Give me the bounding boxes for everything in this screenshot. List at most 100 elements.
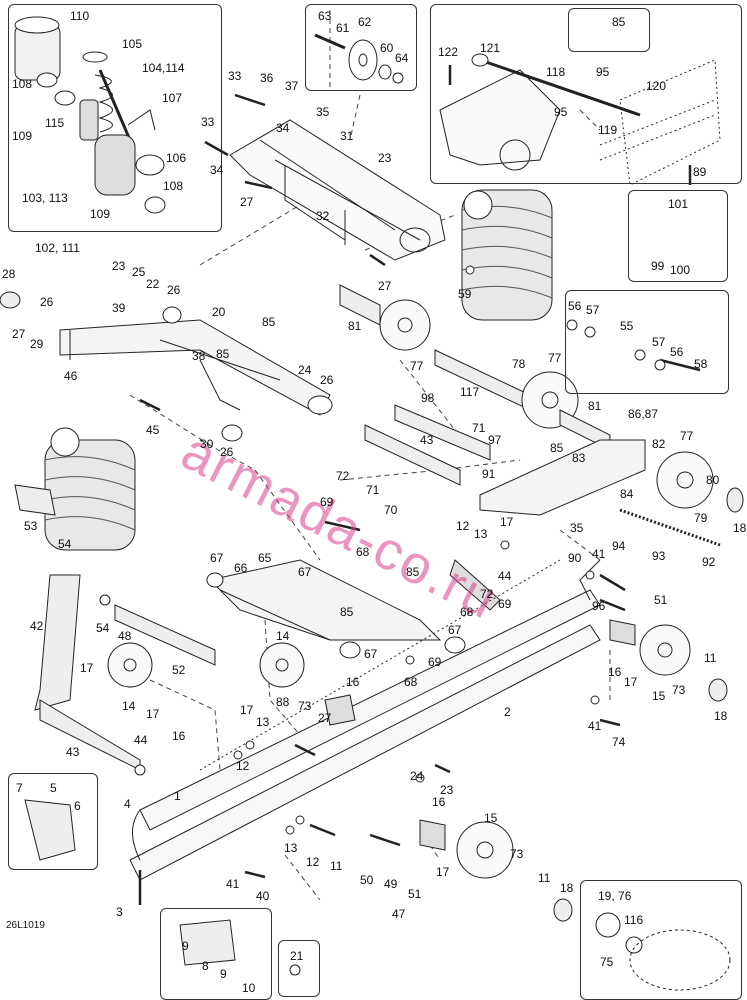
callout: 30 bbox=[200, 437, 214, 451]
inset-rear-link bbox=[430, 4, 742, 184]
rear-arm bbox=[479, 439, 744, 547]
shock-absorber-front bbox=[14, 427, 136, 551]
callout: 31 bbox=[340, 129, 354, 143]
callout: 39 bbox=[112, 301, 126, 315]
callout: 13 bbox=[284, 841, 298, 855]
callout: 83 bbox=[572, 451, 586, 465]
callout: 58 bbox=[694, 357, 708, 371]
callout: 105 bbox=[122, 37, 143, 51]
callout: 85 bbox=[216, 347, 230, 361]
callout: 109 bbox=[12, 129, 33, 143]
callout: 85 bbox=[550, 441, 564, 455]
callout: 73 bbox=[672, 683, 686, 697]
callout: 97 bbox=[488, 433, 502, 447]
callout: 12 bbox=[306, 855, 320, 869]
callout: 43 bbox=[66, 745, 80, 759]
callout: 54 bbox=[96, 621, 110, 635]
diagram-code: 26L1019 bbox=[6, 920, 45, 931]
callout: 96 bbox=[592, 599, 606, 613]
front-lever bbox=[34, 574, 305, 771]
inset-bolt-kit bbox=[305, 4, 417, 91]
callout: 103, 113 bbox=[22, 191, 68, 205]
callout: 34 bbox=[276, 121, 290, 135]
callout: 37 bbox=[285, 79, 299, 93]
callout: 32 bbox=[316, 209, 330, 223]
bracket-73 bbox=[324, 694, 356, 726]
callout: 107 bbox=[162, 91, 183, 105]
callout: 45 bbox=[146, 423, 160, 437]
callout: 25 bbox=[132, 265, 146, 279]
callout: 102, 111 bbox=[35, 241, 80, 255]
callout: 49 bbox=[384, 877, 398, 891]
hardware-bolts bbox=[138, 65, 701, 905]
callout: 34 bbox=[210, 163, 224, 177]
callout: 100 bbox=[670, 263, 691, 277]
callout: 47 bbox=[392, 907, 406, 921]
shock-absorber-small bbox=[14, 16, 166, 214]
idler-wheels-lower bbox=[419, 619, 728, 922]
callout: 68 bbox=[356, 545, 370, 559]
rear-swing-arm bbox=[206, 559, 501, 659]
callout: 16 bbox=[346, 675, 360, 689]
callout: 85 bbox=[340, 605, 354, 619]
inset-parts-5-7 bbox=[8, 773, 98, 870]
callout: 63 bbox=[318, 9, 332, 23]
callout: 12 bbox=[456, 519, 470, 533]
callout: 35 bbox=[570, 521, 584, 535]
callout: 17 bbox=[80, 661, 94, 675]
callout: 8 bbox=[202, 959, 209, 973]
callout: 51 bbox=[654, 593, 668, 607]
callout: 77 bbox=[410, 359, 424, 373]
callout: 18 bbox=[733, 521, 747, 535]
inset-grease-85 bbox=[568, 8, 650, 52]
callout: 108 bbox=[163, 179, 184, 193]
callout: 10 bbox=[242, 981, 256, 995]
callout: 69 bbox=[320, 495, 334, 509]
callout: 78 bbox=[512, 357, 526, 371]
callout: 2 bbox=[504, 705, 511, 719]
callout: 17 bbox=[240, 703, 254, 717]
callout: 33 bbox=[228, 69, 242, 83]
callout: 41 bbox=[226, 877, 240, 891]
callout: 23 bbox=[378, 151, 392, 165]
callout: 23 bbox=[440, 783, 454, 797]
callout: 11 bbox=[330, 859, 343, 873]
callout: 77 bbox=[680, 429, 694, 443]
inset-part-21 bbox=[278, 940, 320, 997]
callout: 80 bbox=[706, 473, 720, 487]
callout: 13 bbox=[256, 715, 270, 729]
callout: 99 bbox=[651, 259, 665, 273]
callout: 17 bbox=[436, 865, 450, 879]
callout: 35 bbox=[316, 105, 330, 119]
callout: 81 bbox=[588, 399, 602, 413]
bolt-group-top bbox=[314, 33, 404, 84]
callout: 3 bbox=[116, 905, 123, 919]
callout: 13 bbox=[474, 527, 488, 541]
callout: 85 bbox=[262, 315, 276, 329]
callout: 20 bbox=[212, 305, 226, 319]
callout: 4 bbox=[124, 797, 131, 811]
callout: 69 bbox=[428, 655, 442, 669]
callout: 15 bbox=[484, 811, 498, 825]
callout: 94 bbox=[612, 539, 626, 553]
callout: 17 bbox=[500, 515, 514, 529]
callout: 44 bbox=[498, 569, 512, 583]
callout: 81 bbox=[348, 319, 362, 333]
callout: 16 bbox=[608, 665, 622, 679]
callout: 24 bbox=[410, 769, 424, 783]
callout: 38 bbox=[192, 349, 206, 363]
callout: 108 bbox=[12, 77, 33, 91]
callout: 88 bbox=[276, 695, 290, 709]
callout: 90 bbox=[568, 551, 582, 565]
callout: 53 bbox=[24, 519, 38, 533]
callout: 101 bbox=[668, 197, 689, 211]
callout: 67 bbox=[448, 623, 462, 637]
callout: 121 bbox=[480, 41, 501, 55]
callout: 44 bbox=[134, 733, 148, 747]
callout: 82 bbox=[652, 437, 666, 451]
bottom-left-parts bbox=[24, 799, 301, 976]
callout: 50 bbox=[360, 873, 374, 887]
callout: 73 bbox=[510, 847, 524, 861]
